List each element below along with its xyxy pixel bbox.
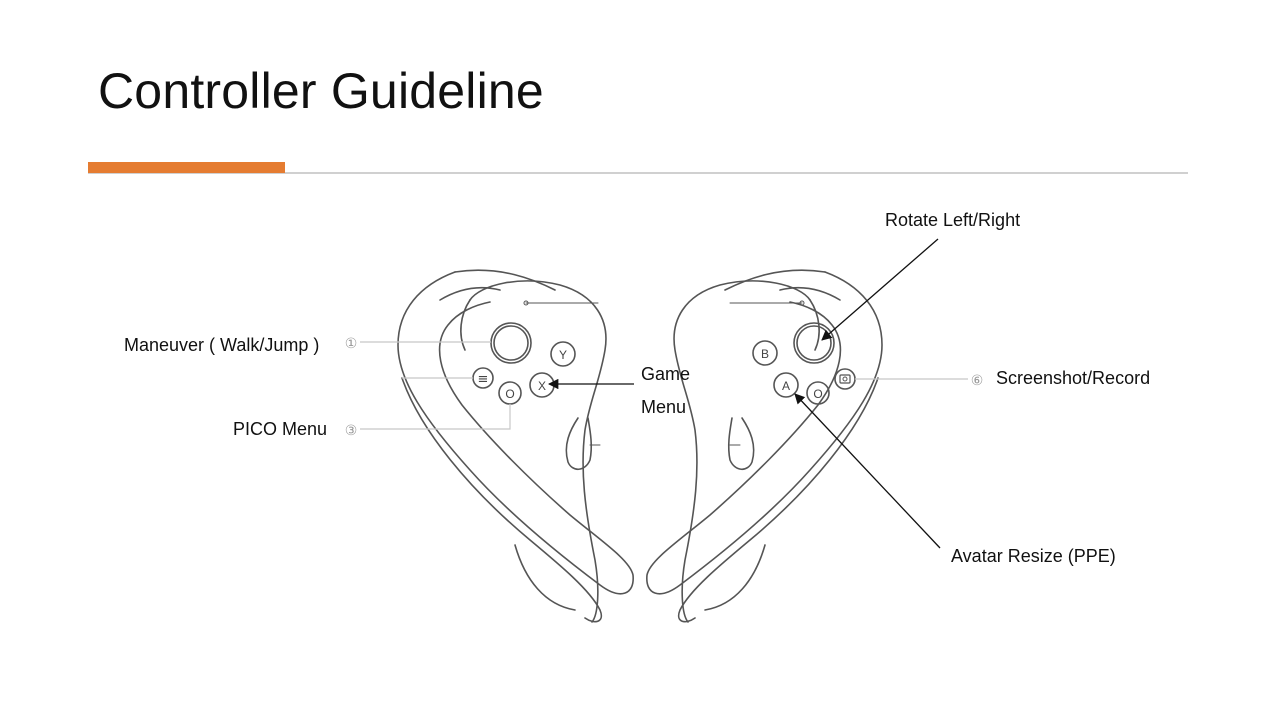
game-menu-label-line2: Menu — [641, 397, 687, 417]
avatar-resize-label: Avatar Resize (PPE) — [951, 546, 1116, 566]
right-button-o-label: O — [813, 387, 822, 401]
left-controller-grip — [469, 280, 607, 623]
maneuver-number: ① — [345, 336, 358, 352]
right-button-b — [752, 340, 778, 366]
maneuver-label: Maneuver ( Walk/Jump ) — [124, 335, 320, 355]
pico-menu-leader — [360, 404, 511, 430]
rotate-arrow — [821, 238, 939, 341]
pico-menu-label: PICO Menu — [233, 419, 328, 439]
left-button-y — [550, 341, 576, 367]
left-trigger — [565, 417, 593, 471]
right-button-a-label: A — [782, 379, 790, 393]
title-accent-bar — [88, 162, 285, 173]
left-controller — [397, 269, 634, 623]
right-button-o — [806, 381, 830, 405]
right-controller-grip — [673, 280, 811, 623]
right-button-a — [773, 372, 799, 398]
left-button-x-label: X — [538, 379, 546, 393]
right-controller — [646, 269, 883, 623]
right-trigger — [727, 417, 755, 471]
pico-menu-number: ③ — [345, 423, 358, 439]
left-controller-ring — [397, 271, 634, 595]
screenshot-label: Screenshot/Record — [996, 368, 1151, 388]
right-joystick — [793, 322, 835, 364]
left-button-o-label: O — [505, 387, 514, 401]
slide-title: Controller Guideline — [98, 63, 544, 119]
right-controller-ring — [646, 271, 883, 595]
left-joystick — [490, 322, 532, 364]
avatar-resize-arrow — [794, 393, 941, 549]
screenshot-number: ⑥ — [971, 373, 984, 389]
menu-icon: ≡ — [478, 372, 489, 387]
camera-icon — [839, 374, 851, 384]
game-menu-label-line1: Game — [641, 364, 691, 384]
right-button-camera — [834, 368, 856, 390]
right-button-b-label: B — [761, 347, 769, 361]
rotate-label: Rotate Left/Right — [885, 210, 1021, 230]
left-button-y-label: Y — [559, 348, 567, 362]
title-underline — [88, 172, 1188, 174]
